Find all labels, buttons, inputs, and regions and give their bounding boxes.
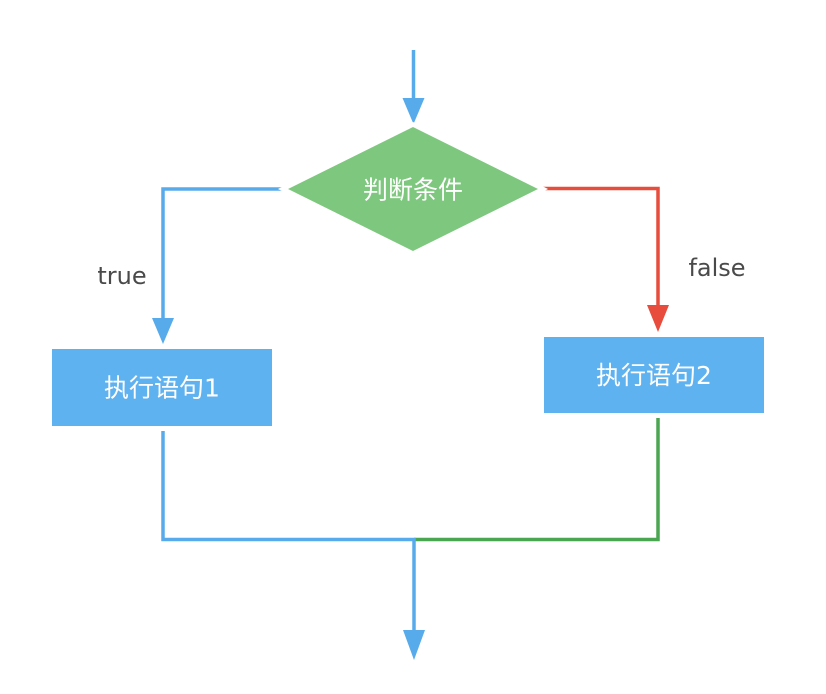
statement2-label: 执行语句2	[596, 361, 712, 390]
statement1-box	[47, 344, 277, 431]
arrowhead-true-icon	[152, 318, 174, 344]
statement2-box	[539, 332, 769, 418]
edge-merge-green	[414, 413, 660, 542]
true-edge-label: true	[97, 262, 146, 290]
edge-true-branch	[161, 187, 290, 320]
arrowhead-start-icon	[402, 98, 425, 124]
edge-merge-blue	[161, 426, 416, 631]
statement1-label: 执行语句1	[104, 374, 220, 403]
decision-label: 判断条件	[363, 176, 463, 205]
arrowhead-false-icon	[647, 305, 669, 332]
decision-diamond	[277, 121, 549, 257]
edge-false-branch	[538, 186, 660, 307]
arrowhead-end-icon	[403, 630, 425, 660]
false-edge-label: false	[688, 254, 745, 282]
